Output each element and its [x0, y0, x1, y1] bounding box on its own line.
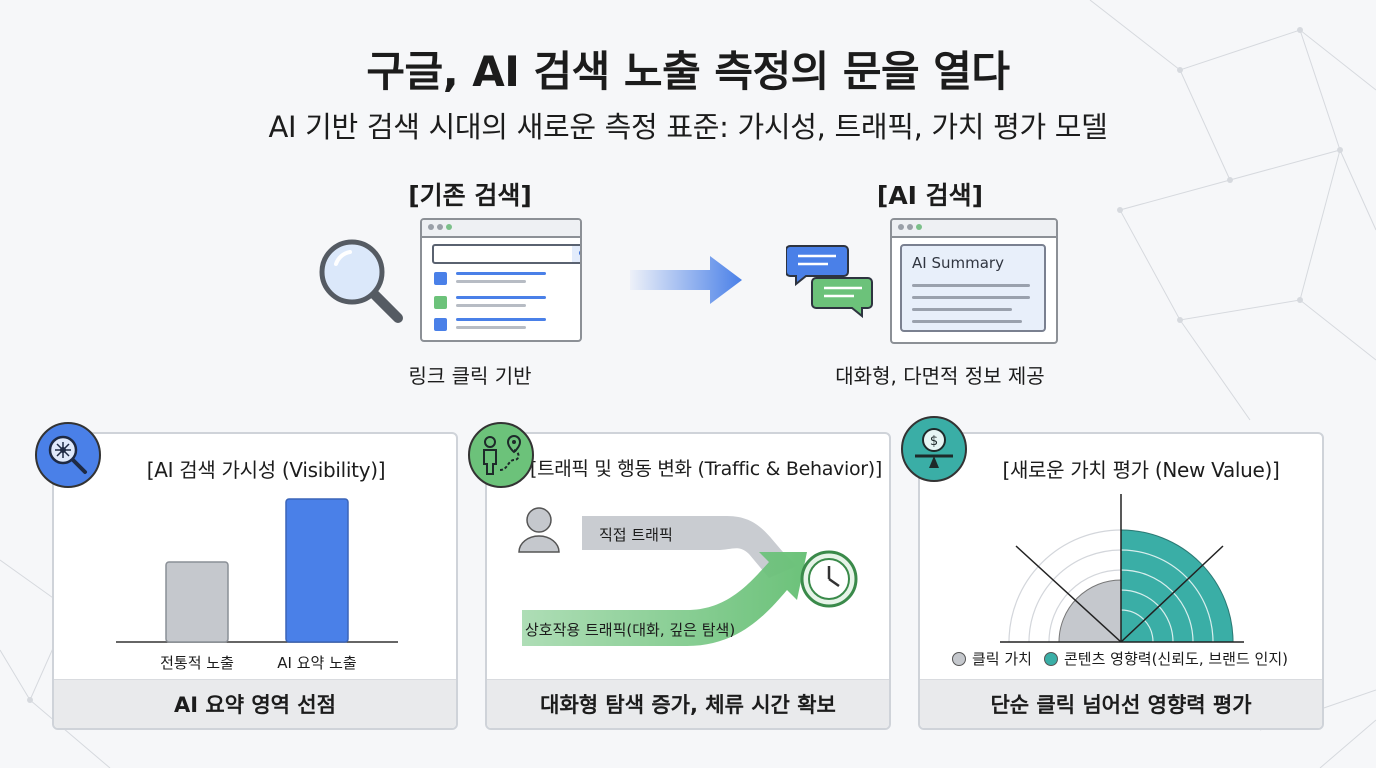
transition-arrow-icon: [630, 256, 742, 304]
legacy-search-label: [기존 검색]: [408, 181, 532, 210]
bar-ai-summary-exposure: [285, 498, 349, 643]
visibility-card-footer: AI 요약 영역 선점: [54, 679, 456, 728]
bar-traditional-exposure: [165, 561, 229, 643]
value-card-heading: [새로운 가치 평가 (New Value)]: [1002, 458, 1280, 482]
search-ai-icon: [35, 422, 101, 488]
bar-label-traditional: 전통적 노출: [160, 654, 234, 672]
new-value-card: [새로운 가치 평가 (New Value)] 단순 클릭 넘어선 영향력 평가: [918, 432, 1324, 730]
search-field-graphic: [432, 244, 578, 264]
chat-bubbles-icon: [786, 245, 873, 319]
traffic-card-heading: [트래픽 및 행동 변화 (Traffic & Behavior)]: [529, 458, 883, 480]
ai-search-caption: 대화형, 다면적 정보 제공: [835, 364, 1045, 388]
magnifier-icon: [319, 239, 403, 323]
visibility-card-heading: [AI 검색 가시성 (Visibility)]: [146, 458, 386, 482]
legacy-browser-window: ⚲: [420, 218, 582, 342]
traffic-flow-diagram: [518, 507, 858, 646]
visibility-card: [AI 검색 가시성 (Visibility)] 전통적 노출 AI 요약 노출…: [52, 432, 458, 730]
bar-label-ai-summary: AI 요약 노출: [277, 654, 357, 672]
svg-text:$: $: [930, 434, 938, 449]
ai-search-label: [AI 검색]: [876, 181, 984, 210]
ai-summary-panel: AI Summary: [900, 244, 1046, 332]
legend-content-influence: 콘텐츠 영향력(신뢰도, 브랜드 인지): [1044, 648, 1288, 669]
ai-browser-window: AI Summary: [890, 218, 1058, 344]
path-person-icon: [468, 422, 534, 488]
legend-click-value: 클릭 가치: [952, 648, 1032, 669]
ai-summary-title: AI Summary: [912, 254, 1004, 272]
value-scale-icon: $: [901, 416, 967, 482]
value-card-footer: 단순 클릭 넘어선 영향력 평가: [920, 679, 1322, 728]
interactive-traffic-label: 상호작용 트래픽(대화, 깊은 탐색): [525, 621, 736, 639]
traffic-card-footer: 대화형 탐색 증가, 체류 시간 확보: [487, 679, 889, 728]
legacy-search-caption: 링크 클릭 기반: [408, 364, 532, 388]
direct-traffic-label: 직접 트래픽: [599, 526, 673, 544]
traffic-behavior-card: [트래픽 및 행동 변화 (Traffic & Behavior)] 직접 트래…: [485, 432, 891, 730]
search-icon: ⚲: [572, 244, 580, 264]
page-title: 구글, AI 검색 노출 측정의 문을 열다: [366, 47, 1010, 96]
visibility-bar-chart: [116, 498, 398, 643]
value-radial-chart: [1000, 494, 1244, 643]
page-subtitle: AI 기반 검색 시대의 새로운 측정 표준: 가시성, 트래픽, 가치 평가 …: [268, 110, 1108, 144]
